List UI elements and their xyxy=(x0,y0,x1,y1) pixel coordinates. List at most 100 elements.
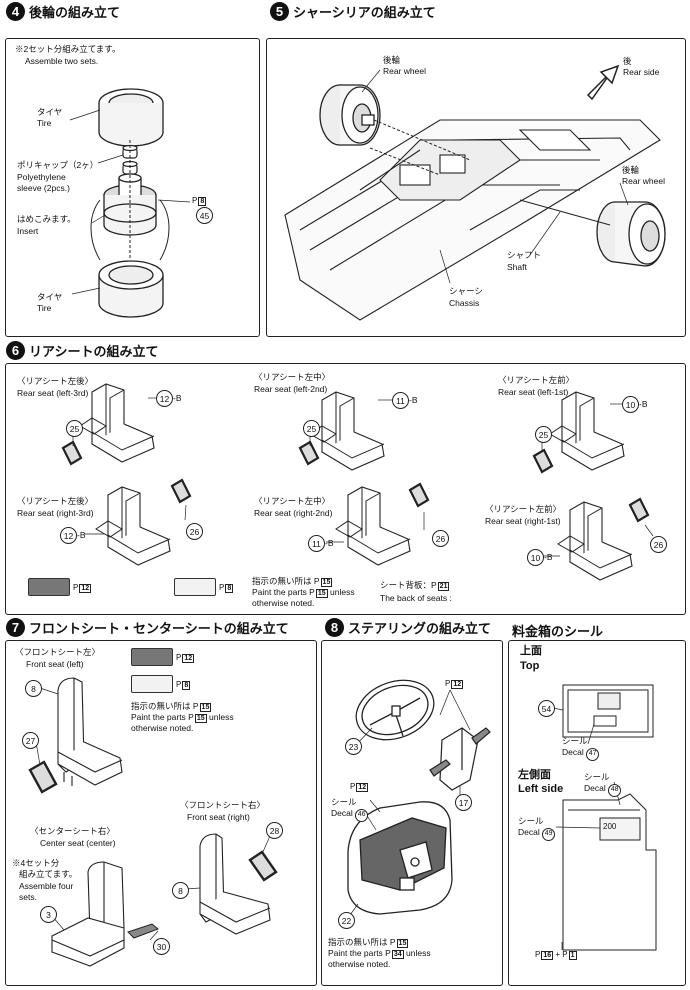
step7-heading: 7 フロントシート・センターシートの組み立て xyxy=(6,618,289,637)
rear-seat-left-2nd-label-jp: 〈リアシート左中〉 xyxy=(254,372,331,382)
rear-seat-right-2nd-label-jp: 〈リアシート左中〉 xyxy=(254,496,331,506)
step8-decal-label-en: Decal 46 xyxy=(331,808,369,822)
rear-side-label-jp: 後 xyxy=(623,56,632,66)
fare-side-decal-en-b: Decal 49 xyxy=(518,827,556,841)
front-seat-right-drawing xyxy=(199,833,271,935)
step4-title: 後輪の組み立て xyxy=(29,5,121,20)
rear-side-arrow-icon xyxy=(586,64,620,101)
center-note-en1: Assemble four xyxy=(19,881,74,891)
step7-part-28: 28 xyxy=(266,822,283,839)
frame-28-drawing xyxy=(248,850,278,882)
rear-side-label-en: Rear side xyxy=(623,67,660,77)
dark-color-swatch xyxy=(28,578,70,596)
chassis-label-jp: シャーシ xyxy=(449,286,483,296)
polycap-drawing xyxy=(122,144,138,175)
step8-part-23: 23 xyxy=(345,738,362,755)
step4-note-en: Assemble two sets. xyxy=(25,56,99,66)
center-seat-label-jp: 〈センターシート右〉 xyxy=(30,826,115,836)
rear-wheel-right-label-en: Rear wheel xyxy=(622,176,665,186)
part-30-drawing xyxy=(127,923,159,939)
step7-part-27: 27 xyxy=(22,732,39,749)
fare-side-decal-jp-a: シール xyxy=(584,772,610,782)
center-note-jp2: 組み立てます。 xyxy=(19,869,78,879)
step6-number-badge: 6 xyxy=(6,341,25,360)
tire-top-label-jp: タイヤ xyxy=(37,107,63,117)
frame-25-a-number: 25 xyxy=(66,420,83,437)
front-seat-left-drawing xyxy=(57,677,123,786)
rear-wheel-right-drawing xyxy=(596,201,666,267)
rear-seat-right-2nd-label-en: Rear seat (right-2nd) xyxy=(254,508,333,518)
step8-title: ステアリングの組み立て xyxy=(348,621,492,636)
center-note-en2: sets. xyxy=(19,892,37,902)
step7-number-badge: 7 xyxy=(6,618,25,637)
steering-wheel-drawing xyxy=(355,679,435,741)
center-note-jp1: ※4セット分 xyxy=(12,858,60,868)
insert-label-en: Insert xyxy=(17,226,39,236)
step6-heading: 6 リアシートの組み立て xyxy=(6,341,158,360)
part-11-top: 11 xyxy=(392,392,409,409)
fare-left-side-label-jp: 左側面 xyxy=(518,769,551,781)
chassis-label-en: Chassis xyxy=(449,298,480,308)
step8-decal-number: 46 xyxy=(355,808,369,822)
fare-box-side-drawing xyxy=(562,793,657,951)
rear-wheel-right-label-jp: 後輪 xyxy=(622,165,640,175)
rear-seat-right-3rd-label-en: Rear seat (right-3rd) xyxy=(17,508,94,518)
rear-seat-left-3rd-label-jp: 〈リアシート左後〉 xyxy=(17,376,94,386)
step8-number-badge: 8 xyxy=(325,618,344,637)
step7-paint-note-en2: otherwise noted. xyxy=(131,723,194,733)
fare-decal-47: 47 xyxy=(586,747,600,761)
frame-27-drawing xyxy=(28,760,58,794)
step5-heading: 5 シャーシリアの組み立て xyxy=(270,2,436,21)
fare-left-side-label-en: Left side xyxy=(518,783,564,795)
step7-part-30: 30 xyxy=(153,938,170,955)
step7-part-8b: 8 xyxy=(172,882,189,899)
fare-small-print: 200 xyxy=(603,822,617,831)
front-seat-right-label-jp: 〈フロントシート右〉 xyxy=(180,800,266,810)
frame-26-c-number: 26 xyxy=(650,536,667,553)
shaft-label-jp: シャフト xyxy=(507,250,542,260)
step7-part-3: 3 xyxy=(40,906,57,923)
rear-seat-left-2nd-label-en: Rear seat (left-2nd) xyxy=(254,384,328,394)
fare-box-title: 料金箱のシール xyxy=(512,624,604,639)
fare-side-decal-en-a: Decal 48 xyxy=(584,783,622,797)
step8-decal-label-jp: シール xyxy=(331,797,357,807)
fare-top-decal-jp: シール xyxy=(562,736,588,746)
frame-25-c-number: 25 xyxy=(535,426,552,443)
fare-decal-48: 48 xyxy=(608,783,622,797)
fare-top-decal-en: Decal 47 xyxy=(562,747,600,761)
rear-seat-left-3rd-label-en: Rear seat (left-3rd) xyxy=(17,388,89,398)
part-10-top-suffix: -B xyxy=(639,399,648,409)
step8-part-17: 17 xyxy=(455,794,472,811)
front-seat-left-label-en: Front seat (left) xyxy=(26,659,84,669)
part-12-bottom: 12 xyxy=(60,527,77,544)
tire-top-drawing xyxy=(98,88,164,147)
insert-label-jp: はめこみます。 xyxy=(17,214,76,224)
part-10-top: 10 xyxy=(622,396,639,413)
part-12-bottom-suffix: -B xyxy=(77,530,86,540)
fare-part-54: 54 xyxy=(538,700,555,717)
part-11-bottom-suffix: -B xyxy=(325,538,334,548)
step7-panel xyxy=(5,640,317,986)
part-12-top: 12 xyxy=(156,390,173,407)
center-seat-label-en: Center seat (center) xyxy=(40,838,116,848)
fare-box-top-drawing xyxy=(562,684,654,738)
front-seat-left-label-jp: 〈フロントシート左〉 xyxy=(15,647,101,657)
step6-title: リアシートの組み立て xyxy=(29,344,159,359)
center-seat-drawing xyxy=(51,861,125,967)
chassis-drawing xyxy=(284,119,661,321)
polycap-label-en1: Polyethylene xyxy=(17,172,66,182)
part-10-bottom: 10 xyxy=(527,549,544,566)
